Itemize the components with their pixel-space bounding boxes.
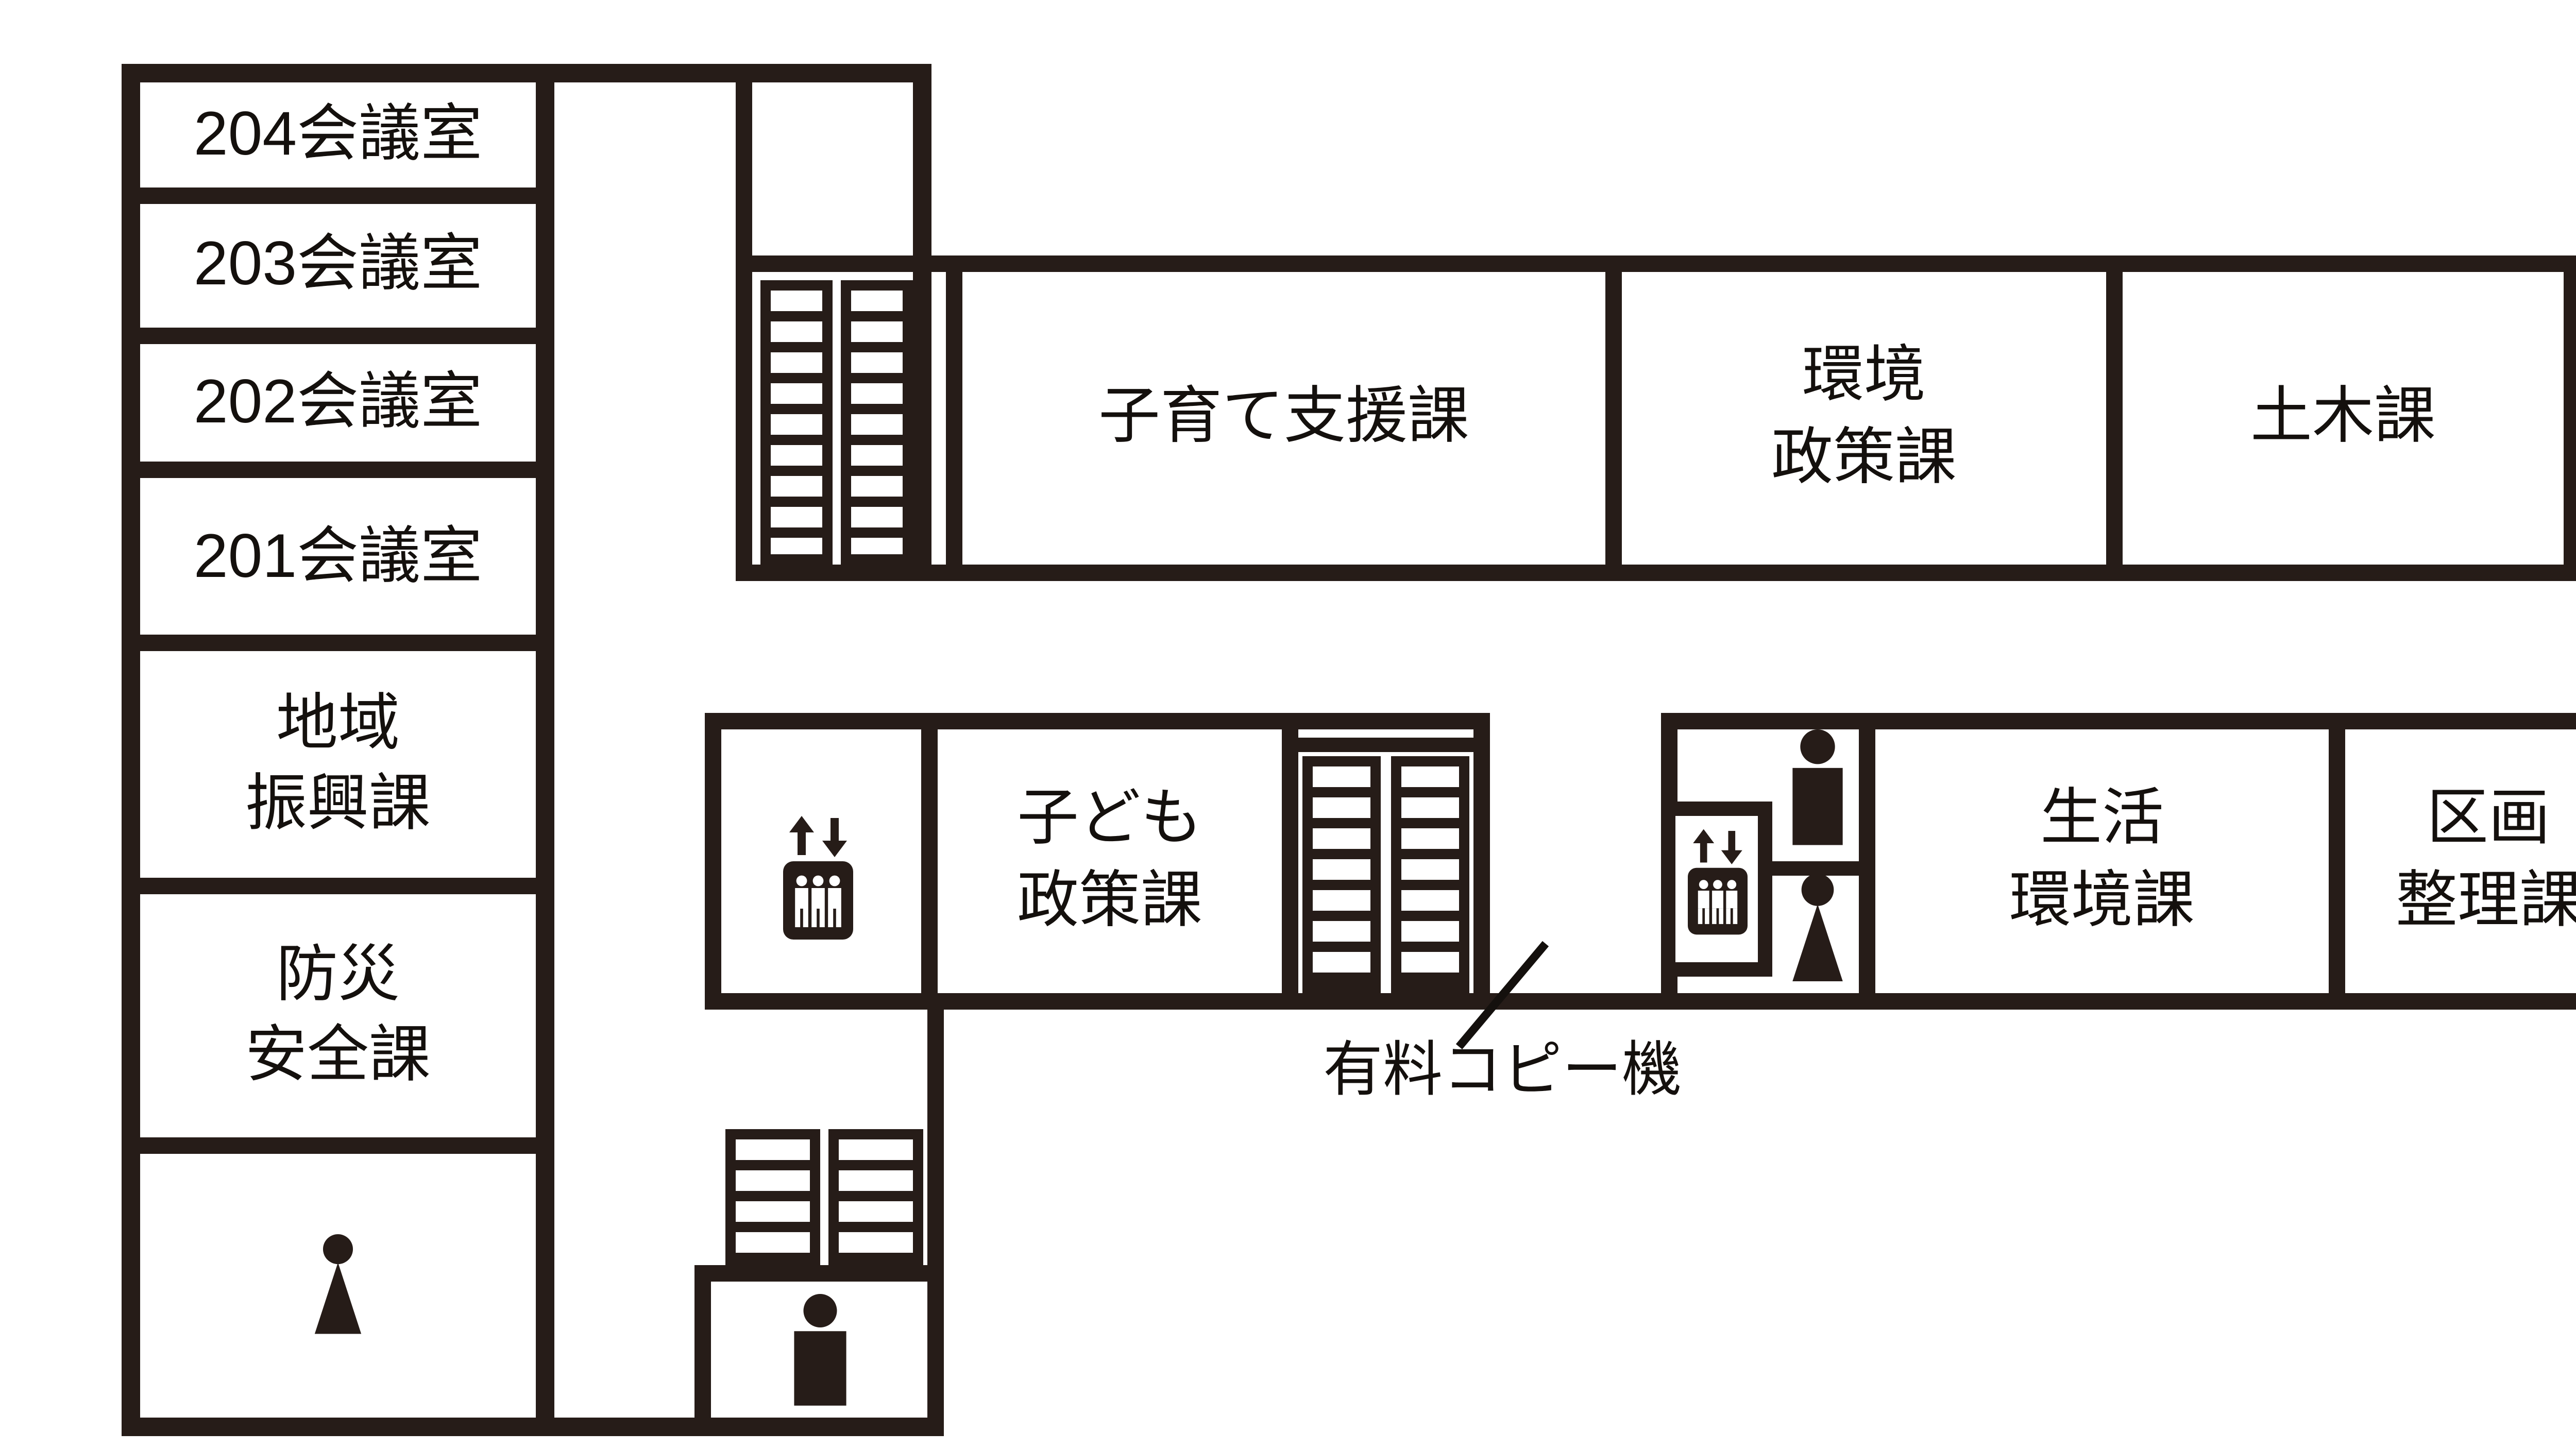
wall — [1605, 272, 1622, 565]
room-childcare-support: 子育て支援課 — [1098, 383, 1469, 451]
toilet-room-left — [140, 1154, 536, 1418]
wall — [736, 82, 752, 581]
female-toilet-icon — [1785, 874, 1851, 985]
wall — [1473, 713, 1490, 1010]
wall — [913, 82, 931, 581]
wall — [1772, 861, 1859, 876]
wall — [705, 993, 2576, 1010]
room-203-meeting: 203会議室 — [140, 205, 536, 343]
room-201-meeting: 201会議室 — [140, 478, 536, 652]
room-living-environment: 生活 環境課 — [2009, 784, 2195, 935]
room-land-readjustment: 区画 整理課 — [2396, 784, 2576, 935]
wall — [921, 729, 938, 993]
wall — [554, 1418, 944, 1436]
room-environment-policy: 環境 政策課 — [1771, 341, 1957, 492]
room-children-policy: 子ども 政策課 — [1017, 784, 1202, 935]
wall — [1282, 729, 1298, 993]
wall — [1298, 738, 1473, 752]
room-204-meeting: 204会議室 — [140, 82, 536, 205]
male-toilet-icon — [1785, 729, 1851, 849]
toilet-room-bottom — [694, 1265, 944, 1436]
wall — [1661, 713, 2576, 729]
wall — [2564, 272, 2576, 565]
room-regional-promotion: 地域 振興課 — [140, 652, 536, 894]
wall — [2106, 272, 2123, 565]
wall — [736, 255, 2576, 272]
left-room-column: 204会議室 203会議室 202会議室 201会議室 地域 振興課 防災 安全… — [122, 64, 554, 1436]
male-toilet-icon — [784, 1293, 854, 1408]
wall — [1859, 713, 1875, 1010]
wall — [705, 713, 721, 1010]
room-disaster-safety: 防災 安全課 — [140, 894, 536, 1154]
room-202-meeting: 202会議室 — [140, 343, 536, 478]
wall — [946, 255, 962, 581]
wall — [554, 64, 931, 82]
wall — [2329, 729, 2345, 993]
female-toilet-icon — [303, 1154, 373, 1418]
copier-pointer-line — [1455, 941, 1549, 1050]
wall — [705, 713, 1490, 729]
elevator-icon — [783, 816, 853, 940]
room-civil-engineering: 土木課 — [2250, 383, 2436, 451]
wall — [736, 565, 2576, 581]
elevator-icon — [1688, 828, 1748, 935]
copier-label: 有料コピー機 — [1323, 1038, 1682, 1104]
